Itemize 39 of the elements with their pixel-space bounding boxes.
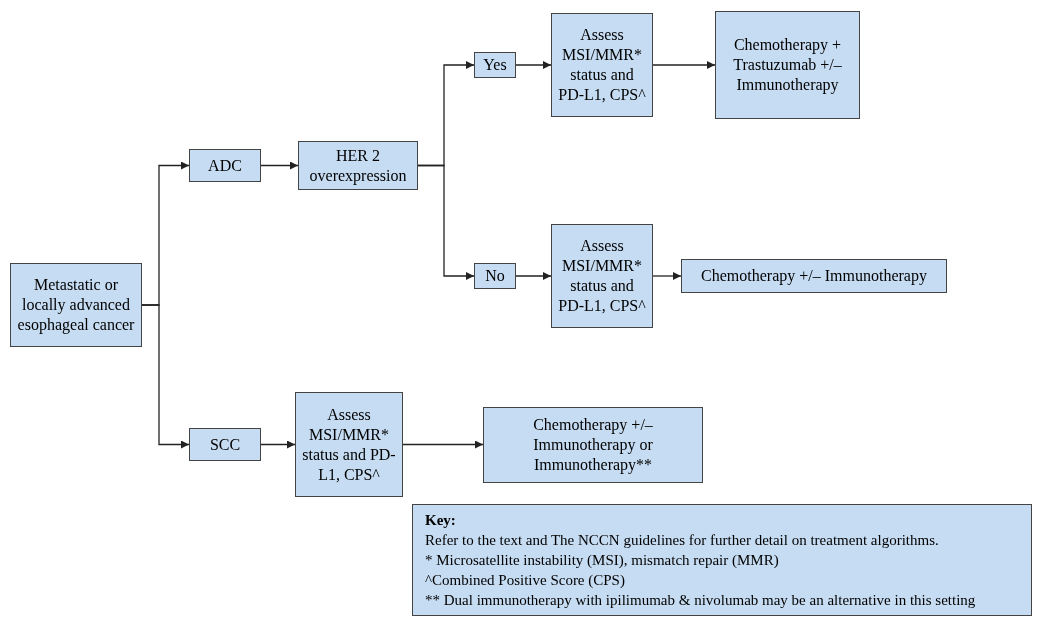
process-box (715, 11, 860, 119)
process-box (551, 13, 653, 117)
arrow (515, 272, 552, 280)
arrow (515, 61, 552, 69)
arrow (260, 161, 299, 170)
box-label: No (485, 266, 505, 286)
arrow (652, 61, 716, 69)
box-label: SCC (209, 434, 241, 455)
key-note: ^Combined Positive Score (CPS) (425, 571, 625, 590)
box-label: Assess MSI/MMR* status and PD-L1, CPS^ (557, 25, 647, 105)
box-label: HER 2 overexpression (308, 145, 408, 186)
process-box (298, 141, 418, 190)
box-label: Assess MSI/MMR* status and PD-L1, CPS^ (557, 236, 647, 316)
key-box (412, 504, 1032, 616)
box-label: Chemotherapy +/– Immunotherapy (701, 266, 927, 286)
process-box (474, 52, 516, 78)
arrow (417, 164, 475, 280)
process-box (189, 149, 261, 182)
process-box (10, 263, 142, 347)
key-note: ** Dual immunotherapy with ipilimumab & nivolumab may be an alternative in this setting (425, 591, 976, 610)
process-box (483, 407, 703, 483)
box-label: Yes (483, 55, 507, 75)
key-heading: Key: (425, 511, 456, 530)
arrow (402, 440, 484, 449)
process-box (295, 392, 403, 497)
box-label: Metastatic or locally advanced esophageal cancer (16, 275, 136, 335)
box-label: Chemotherapy + Trastuzumab +/– Immunotherapy (732, 35, 843, 95)
process-box (474, 263, 516, 289)
process-box (189, 428, 261, 461)
arrow (141, 304, 190, 449)
key-note: * Microsatellite instability (MSI), mismatch repair (MMR) (425, 551, 779, 570)
key-note: Refer to the text and The NCCN guidelines for further detail on treatment algorithms. (425, 531, 939, 550)
arrow (652, 272, 682, 280)
process-box (551, 224, 653, 328)
box-label: Chemotherapy +/– Immunotherapy or Immunotherapy** (532, 415, 654, 475)
box-label: Assess MSI/MMR* status and PD-L1, CPS^ (301, 404, 397, 485)
process-box (681, 259, 947, 293)
box-label: ADC (208, 155, 242, 176)
arrow (260, 440, 296, 449)
